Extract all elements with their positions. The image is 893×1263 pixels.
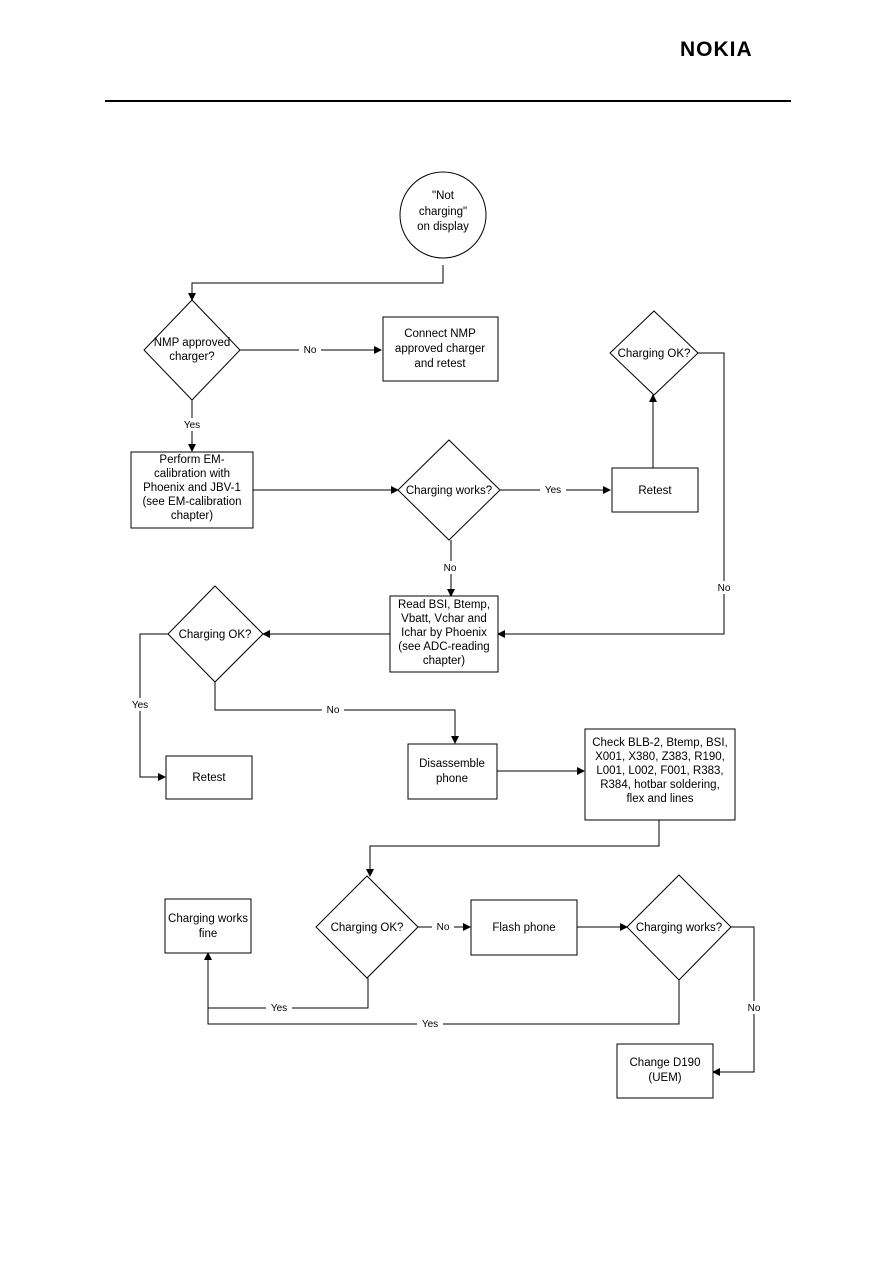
edge-works2-to-change [712, 926, 755, 1076]
decision-charging-ok-mid: Charging OK? [167, 585, 264, 683]
label-no: No [718, 583, 731, 594]
process-connect-nmp: Connect NMP approved charger and retest [382, 316, 499, 382]
terminal-change-d190: Change D190 (UEM) [616, 1043, 714, 1099]
node-text: Charging works [168, 913, 248, 925]
node-text: Ichar by Phoenix [401, 627, 487, 639]
node-text: Phoenix and JBV-1 [143, 482, 241, 494]
node-text: Charging OK? [331, 922, 404, 934]
edge-labels: No Yes Yes No No Yes No No Yes Yes No [127, 343, 765, 1030]
node-text: Disassemble [419, 758, 485, 770]
nokia-logo: NOKIA [680, 38, 753, 61]
start-line: charging" [419, 206, 467, 218]
process-retest-top: Retest [611, 467, 699, 513]
node-text: chapter) [423, 655, 465, 667]
label-no: No [437, 922, 450, 933]
node-text: chapter) [171, 510, 213, 522]
node-text: (see ADC-reading [398, 641, 489, 653]
node-text: L001, L002, F001, R383, [596, 765, 723, 777]
node-text: (UEM) [648, 1072, 681, 1084]
decision-charging-works-2: Charging works? [626, 874, 732, 981]
edge-start-to-nmp [188, 265, 444, 301]
edge-works2-to-fine [207, 980, 680, 1025]
process-retest-left: Retest [165, 755, 253, 800]
node-text: X001, X380, Z383, R190, [595, 751, 725, 763]
start-line: on display [417, 221, 469, 233]
node-text: Charging works? [636, 922, 722, 934]
label-no: No [748, 1003, 761, 1014]
label-yes: Yes [422, 1019, 438, 1030]
edge-check-to-oklow [366, 820, 660, 877]
header-rule [105, 100, 791, 102]
edge-oklow-to-fine [204, 952, 369, 1009]
node-text: and retest [414, 358, 466, 370]
node-text: Retest [192, 772, 226, 784]
node-text: Charging OK? [618, 348, 691, 360]
edge-okq-to-read [497, 352, 725, 638]
node-text: NMP approved [154, 337, 231, 349]
node-text: Change D190 [630, 1057, 701, 1069]
node-text: Perform EM- [159, 454, 224, 466]
label-no: No [327, 705, 340, 716]
node-text: calibration with [154, 468, 230, 480]
node-text: approved charger [395, 343, 485, 355]
label-yes: Yes [271, 1003, 287, 1014]
node-text: Check BLB-2, Btemp, BSI, [592, 737, 728, 749]
label-yes: Yes [132, 700, 148, 711]
label-yes: Yes [545, 485, 561, 496]
node-text: Charging works? [406, 485, 492, 497]
node-text: fine [199, 928, 218, 940]
start-line: "Not [432, 190, 455, 202]
label-no: No [444, 563, 457, 574]
node-text: Charging OK? [179, 629, 252, 641]
node-text: (see EM-calibration [142, 496, 241, 508]
start-node: "Not charging" on display [399, 171, 487, 259]
process-disassemble-phone: Disassemble phone [407, 743, 498, 800]
node-text: R384, hotbar soldering, [600, 779, 720, 791]
label-yes: Yes [184, 420, 200, 431]
process-flash-phone: Flash phone [470, 899, 578, 956]
process-check-components: Check BLB-2, Btemp, BSI, X001, X380, Z38… [584, 728, 736, 821]
process-read-bsi: Read BSI, Btemp, Vbatt, Vchar and Ichar … [389, 595, 499, 673]
terminal-charging-works-fine: Charging works fine [164, 898, 252, 954]
decision-charging-ok-low: Charging OK? [315, 875, 419, 979]
decision-charging-works-1: Charging works? [397, 439, 501, 541]
node-text: charger? [169, 351, 214, 363]
node-text: Flash phone [492, 922, 555, 934]
label-no: No [304, 345, 317, 356]
decision-nmp-approved: NMP approved charger? [143, 299, 241, 401]
decision-charging-ok-top: Charging OK? [609, 310, 699, 396]
process-perform-em-calibration: Perform EM- calibration with Phoenix and… [130, 451, 254, 529]
node-text: Vbatt, Vchar and [401, 613, 487, 625]
node-text: Read BSI, Btemp, [398, 599, 490, 611]
node-text: phone [436, 773, 468, 785]
node-text: Retest [638, 485, 672, 497]
node-text: flex and lines [626, 793, 693, 805]
node-text: Connect NMP [404, 328, 476, 340]
